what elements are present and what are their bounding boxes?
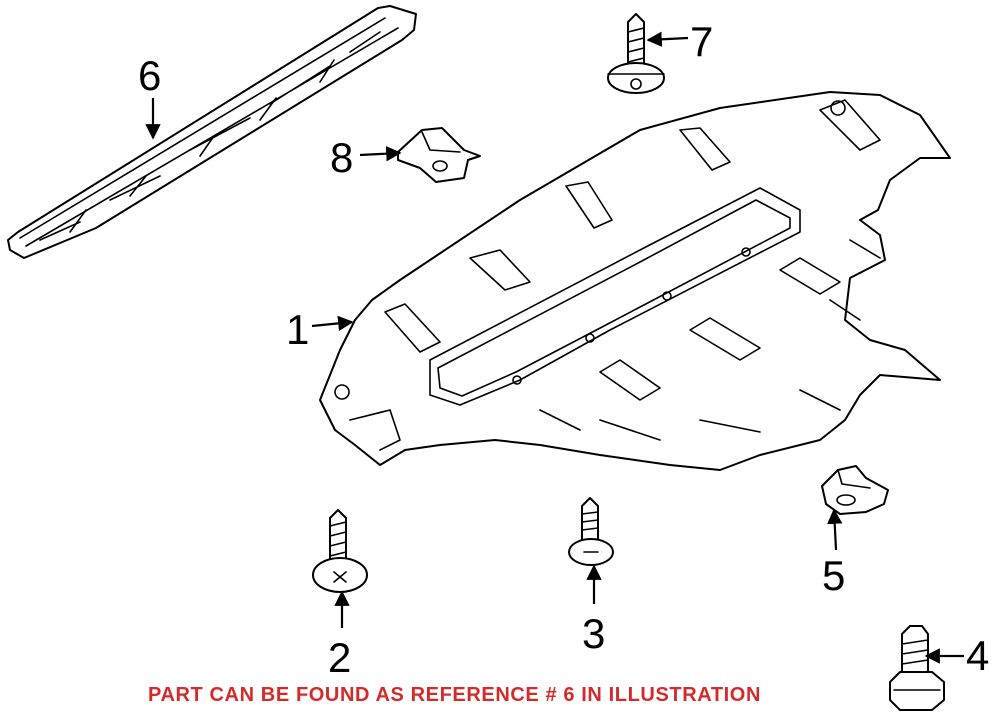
leader-8	[359, 146, 402, 162]
callout-4: 4	[966, 632, 989, 679]
reference-note: PART CAN BE FOUND AS REFERENCE # 6 IN IL…	[148, 684, 761, 706]
callout-3: 3	[582, 610, 605, 657]
callout-6: 6	[138, 52, 161, 99]
callout-2: 2	[328, 634, 351, 681]
callout-8: 8	[330, 134, 353, 181]
clip-part-5	[821, 465, 889, 515]
bolt-part-2	[312, 509, 368, 593]
bracket-part-8	[397, 127, 481, 183]
screw-part-7	[607, 13, 665, 94]
engine-shield-part	[319, 91, 951, 471]
callout-7: 7	[690, 18, 713, 65]
leader-7	[646, 31, 689, 47]
leader-5	[827, 508, 843, 551]
callout-5: 5	[822, 552, 845, 599]
callout-1: 1	[286, 306, 309, 353]
side-strip-part	[7, 5, 417, 259]
leader-1	[311, 315, 354, 332]
clip-part-3	[568, 497, 614, 566]
flange-bolt-part-4	[889, 625, 945, 711]
